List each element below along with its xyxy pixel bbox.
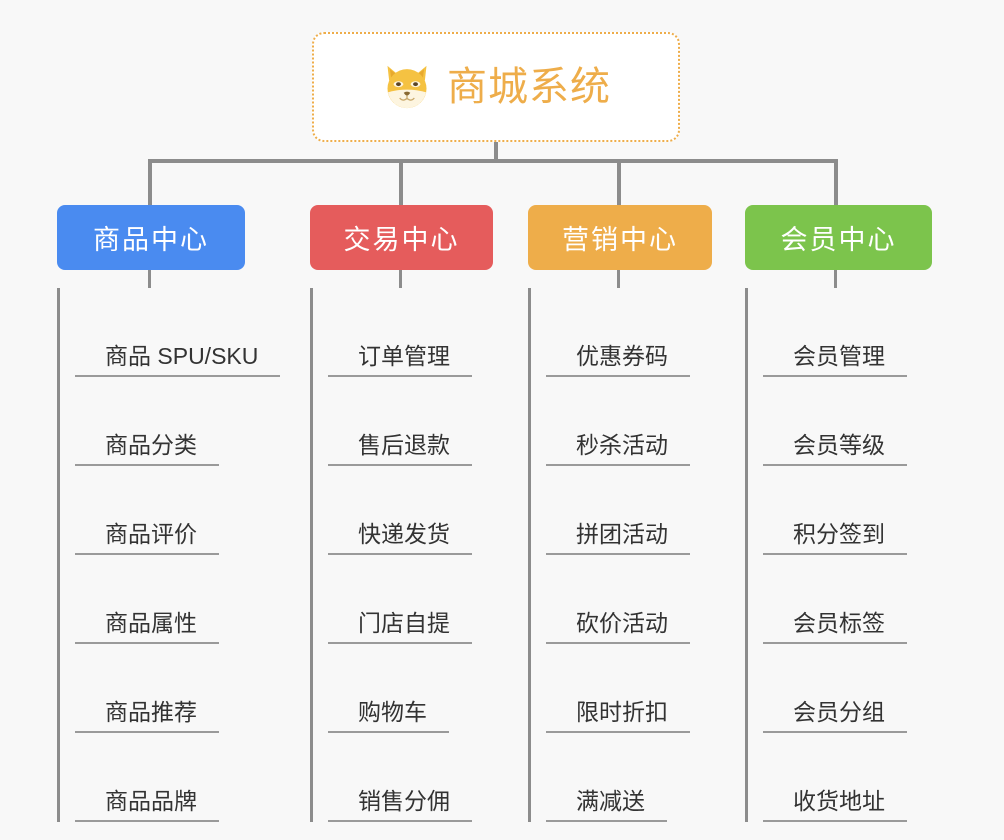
leaf-label: 满减送 — [546, 788, 667, 822]
leaf-label: 购物车 — [328, 699, 449, 733]
connector-under-4 — [834, 270, 837, 288]
leaf-item[interactable]: 购物车 — [328, 644, 515, 733]
leaf-item[interactable]: 门店自提 — [328, 555, 515, 644]
leaf-label: 积分签到 — [763, 521, 907, 555]
leaf-item[interactable]: 售后退款 — [328, 377, 515, 466]
leaf-item[interactable]: 优惠券码 — [546, 288, 733, 377]
leaf-item[interactable]: 销售分佣 — [328, 733, 515, 822]
connector-under-1 — [148, 270, 151, 288]
leaf-list-trade-center: 订单管理 售后退款 快递发货 门店自提 购物车 销售分佣 — [310, 288, 515, 822]
branch-product-center: 商品中心 商品 SPU/SKU 商品分类 商品评价 商品属性 商品推荐 商品品牌 — [57, 205, 307, 822]
leaf-label: 优惠券码 — [546, 343, 690, 377]
leaf-item[interactable]: 拼团活动 — [546, 466, 733, 555]
connector-drop-4 — [834, 159, 838, 207]
leaf-item[interactable]: 商品品牌 — [75, 733, 292, 822]
leaf-label: 会员等级 — [763, 432, 907, 466]
leaf-item[interactable]: 会员标签 — [763, 555, 950, 644]
leaf-label: 砍价活动 — [546, 610, 690, 644]
branch-header-label: 商品中心 — [93, 225, 209, 255]
root-node[interactable]: 商城系统 — [312, 32, 680, 142]
branch-header-label: 营销中心 — [562, 225, 678, 255]
branch-header-member-center[interactable]: 会员中心 — [745, 205, 932, 270]
leaf-item[interactable]: 满减送 — [546, 733, 733, 822]
leaf-label: 会员管理 — [763, 343, 907, 377]
leaf-item[interactable]: 商品 SPU/SKU — [75, 288, 292, 377]
shiba-dog-emoji — [387, 65, 427, 109]
leaf-item[interactable]: 会员等级 — [763, 377, 950, 466]
leaf-label: 限时折扣 — [546, 699, 690, 733]
leaf-label: 商品 SPU/SKU — [75, 343, 281, 377]
connector-under-2 — [399, 270, 402, 288]
leaf-label: 售后退款 — [328, 432, 472, 466]
leaf-list-product-center: 商品 SPU/SKU 商品分类 商品评价 商品属性 商品推荐 商品品牌 — [57, 288, 292, 822]
leaf-label: 收货地址 — [763, 788, 907, 822]
connector-drop-1 — [148, 159, 152, 207]
leaf-item[interactable]: 商品评价 — [75, 466, 292, 555]
leaf-label: 商品评价 — [75, 521, 219, 555]
branch-member-center: 会员中心 会员管理 会员等级 积分签到 会员标签 会员分组 收货地址 — [745, 205, 965, 822]
leaf-label: 商品推荐 — [75, 699, 219, 733]
branch-header-label: 交易中心 — [343, 225, 460, 255]
leaf-item[interactable]: 商品推荐 — [75, 644, 292, 733]
branch-header-marketing-center[interactable]: 营销中心 — [528, 205, 712, 270]
leaf-item[interactable]: 限时折扣 — [546, 644, 733, 733]
branch-header-label: 会员中心 — [780, 225, 897, 255]
branch-header-product-center[interactable]: 商品中心 — [57, 205, 245, 270]
branch-trade-center: 交易中心 订单管理 售后退款 快递发货 门店自提 购物车 销售分佣 — [310, 205, 530, 822]
leaf-item[interactable]: 会员管理 — [763, 288, 950, 377]
leaf-item[interactable]: 订单管理 — [328, 288, 515, 377]
connector-drop-3 — [617, 159, 621, 207]
branch-marketing-center: 营销中心 优惠券码 秒杀活动 拼团活动 砍价活动 限时折扣 满减送 — [528, 205, 746, 822]
root-title: 商城系统 — [447, 65, 611, 109]
leaf-label: 商品属性 — [75, 610, 219, 644]
leaf-item[interactable]: 砍价活动 — [546, 555, 733, 644]
leaf-label: 销售分佣 — [328, 788, 472, 822]
leaf-label: 会员分组 — [763, 699, 907, 733]
connector-root-stem — [494, 142, 498, 162]
leaf-item[interactable]: 秒杀活动 — [546, 377, 733, 466]
connector-drop-2 — [399, 159, 403, 207]
leaf-label: 拼团活动 — [546, 521, 690, 555]
leaf-label: 商品分类 — [75, 432, 219, 466]
leaf-label: 商品品牌 — [75, 788, 219, 822]
leaf-list-member-center: 会员管理 会员等级 积分签到 会员标签 会员分组 收货地址 — [745, 288, 950, 822]
connector-under-3 — [617, 270, 620, 288]
leaf-list-marketing-center: 优惠券码 秒杀活动 拼团活动 砍价活动 限时折扣 满减送 — [528, 288, 733, 822]
connector-horizontal-bus — [148, 159, 838, 163]
leaf-label: 快递发货 — [328, 521, 472, 555]
leaf-item[interactable]: 会员分组 — [763, 644, 950, 733]
leaf-item[interactable]: 收货地址 — [763, 733, 950, 822]
leaf-label: 门店自提 — [328, 610, 472, 644]
leaf-item[interactable]: 积分签到 — [763, 466, 950, 555]
leaf-item[interactable]: 快递发货 — [328, 466, 515, 555]
leaf-label: 会员标签 — [763, 610, 907, 644]
leaf-label: 秒杀活动 — [546, 432, 690, 466]
leaf-label: 订单管理 — [328, 343, 472, 377]
leaf-item[interactable]: 商品分类 — [75, 377, 292, 466]
branch-header-trade-center[interactable]: 交易中心 — [310, 205, 493, 270]
leaf-item[interactable]: 商品属性 — [75, 555, 292, 644]
